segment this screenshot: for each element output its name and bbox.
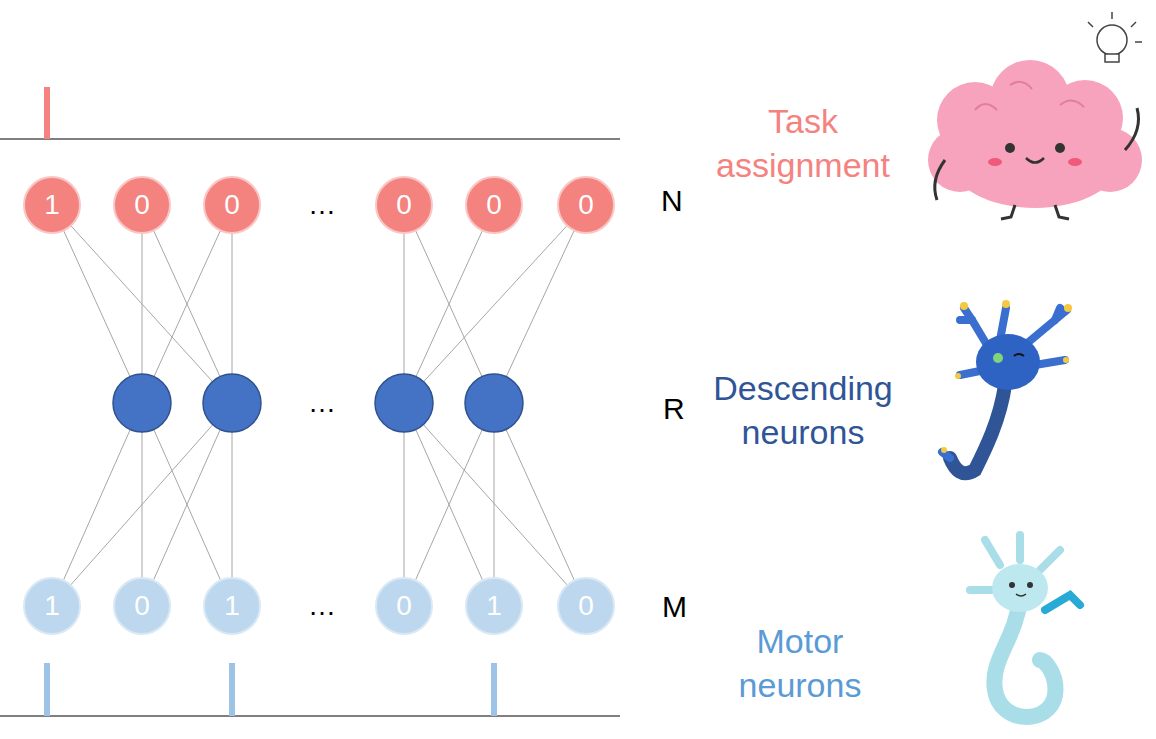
motor-neuron: 1 [465, 577, 523, 635]
task-neuron: 0 [465, 176, 523, 234]
output-spike [44, 663, 50, 716]
output-spike [491, 663, 497, 716]
neuron-state: 1 [486, 592, 502, 620]
neuron-state: 0 [224, 191, 240, 219]
task-neuron: 0 [203, 176, 261, 234]
neuron-state: 0 [396, 592, 412, 620]
task-neuron: 0 [113, 176, 171, 234]
neuron-state: 0 [578, 191, 594, 219]
ellipsis: … [308, 588, 336, 624]
layer-title: Task assignment [703, 99, 903, 187]
motor-neuron: 0 [113, 577, 171, 635]
motor-neuron: 1 [203, 577, 261, 635]
task-neuron: 1 [23, 176, 81, 234]
synapse-lines [52, 205, 586, 606]
neuron-state: 1 [44, 191, 60, 219]
layer-title: Motor neurons [700, 619, 900, 707]
descending-neuron-circles [113, 374, 523, 432]
layer-name: R [663, 389, 685, 428]
ellipsis: … [308, 385, 336, 421]
neuron-state: 0 [578, 592, 594, 620]
output-spike [229, 663, 235, 716]
neuron-state: 0 [396, 191, 412, 219]
neuron-state: 0 [486, 191, 502, 219]
task-neuron: 0 [557, 176, 615, 234]
motor-neuron: 1 [23, 577, 81, 635]
motor-neuron: 0 [557, 577, 615, 635]
layer-name: M [662, 587, 687, 626]
layer-name: N [661, 181, 683, 220]
neuron-state: 1 [224, 592, 240, 620]
neuron-state: 0 [134, 592, 150, 620]
layer-title: Descending neurons [703, 366, 903, 454]
motor-neuron: 0 [375, 577, 433, 635]
spike-baseline [0, 716, 620, 717]
ellipsis: … [308, 187, 336, 223]
brain-illustration [928, 12, 1142, 219]
neuron-state: 1 [44, 592, 60, 620]
neuron-state: 0 [134, 191, 150, 219]
input-spike [44, 87, 50, 139]
neuron-illustration [941, 300, 1072, 473]
motor-neuron-illustration [970, 535, 1080, 717]
task-neuron: 0 [375, 176, 433, 234]
spike-baseline [0, 139, 620, 140]
